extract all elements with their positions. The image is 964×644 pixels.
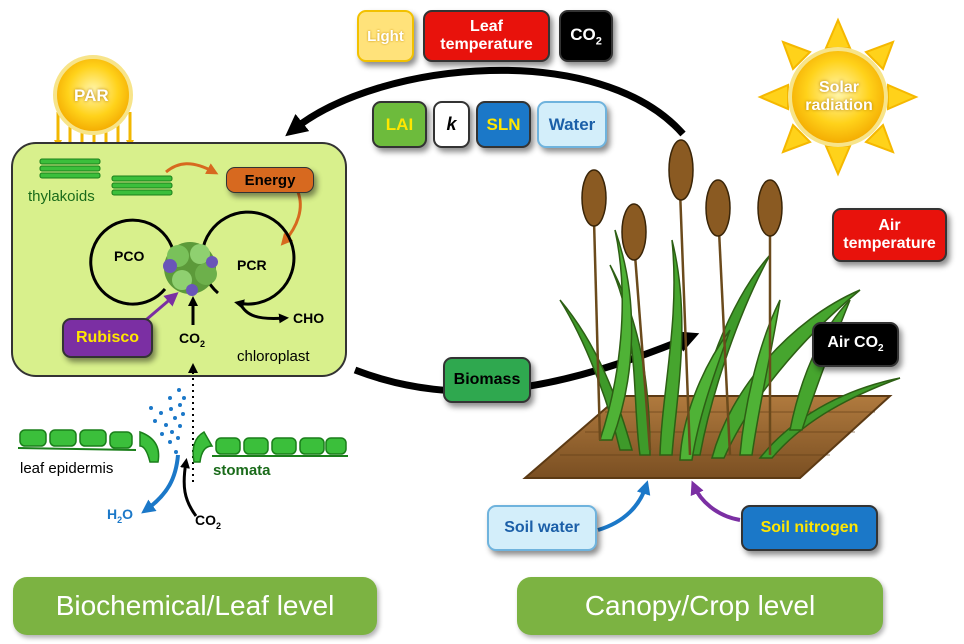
biomass-label: Biomass	[453, 371, 521, 388]
h2o-label: H2O	[107, 506, 134, 525]
crop-level-bar: Canopy/Crop level	[517, 577, 883, 635]
thylakoids-label: thylakoids	[28, 188, 95, 205]
energy-label: Energy	[244, 171, 296, 189]
pco-label: PCO	[114, 248, 145, 264]
biomass-box: Biomass	[443, 357, 531, 403]
return-arrow	[285, 66, 686, 137]
par-label: PAR	[74, 86, 109, 105]
leaf-level-label: Biochemical/Leaf level	[55, 590, 335, 621]
leaf-temperature-label: Leaf temperature	[440, 17, 533, 53]
water-vapour-dots	[149, 388, 186, 454]
air-temperature-box: Air temperature	[832, 208, 947, 262]
thylakoid-stacks	[39, 158, 173, 196]
water-box: Water	[537, 101, 607, 148]
stomata-label: stomata	[213, 462, 271, 479]
solar-sun-icon	[757, 17, 919, 177]
soil-water-label: Soil water	[504, 519, 580, 536]
light-box: Light	[357, 10, 414, 62]
lai-label: LAI	[385, 114, 414, 134]
rubisco-enzyme-icon	[163, 242, 218, 296]
chloroplast-label: chloroplast	[237, 348, 310, 365]
leaf-temperature-box: Leaf temperature	[423, 10, 550, 62]
co2-box: CO2	[559, 10, 613, 62]
pcr-label: PCR	[237, 257, 267, 273]
pco-cycle	[89, 218, 181, 306]
crop-level-label: Canopy/Crop level	[584, 590, 816, 621]
lai-box: LAI	[372, 101, 427, 148]
water-label: Water	[548, 114, 596, 134]
co2-atmosphere-label: CO2	[195, 512, 222, 531]
soil-water-box: Soil water	[487, 505, 597, 551]
leaf-epidermis-label: leaf epidermis	[20, 460, 114, 477]
leaf-epidermis-cells	[19, 429, 347, 463]
energy-box: Energy	[226, 167, 314, 193]
k-box: k	[433, 101, 470, 148]
light-label: Light	[367, 27, 404, 45]
co2-chloroplast-label: CO2	[179, 330, 206, 349]
air-co2-label: Air CO2	[827, 334, 884, 355]
co2-label: CO2	[570, 24, 602, 48]
solar-radiation-label: Solar radiation	[805, 78, 873, 114]
cho-label: CHO	[293, 310, 325, 326]
soil-nitrogen-label: Soil nitrogen	[760, 519, 859, 536]
air-co2-box: Air CO2	[812, 322, 899, 367]
k-label: k	[446, 114, 457, 134]
air-temperature-label: Air temperature	[843, 216, 936, 252]
sln-box: SLN	[476, 101, 531, 148]
sln-label: SLN	[486, 114, 521, 134]
crop-plants-icon	[559, 139, 901, 461]
rubisco-label: Rubisco	[75, 329, 140, 346]
rubisco-box: Rubisco	[62, 318, 153, 358]
soil-nitrogen-box: Soil nitrogen	[741, 505, 878, 551]
cho-arrow	[238, 302, 289, 324]
leaf-level-bar: Biochemical/Leaf level	[13, 577, 377, 635]
